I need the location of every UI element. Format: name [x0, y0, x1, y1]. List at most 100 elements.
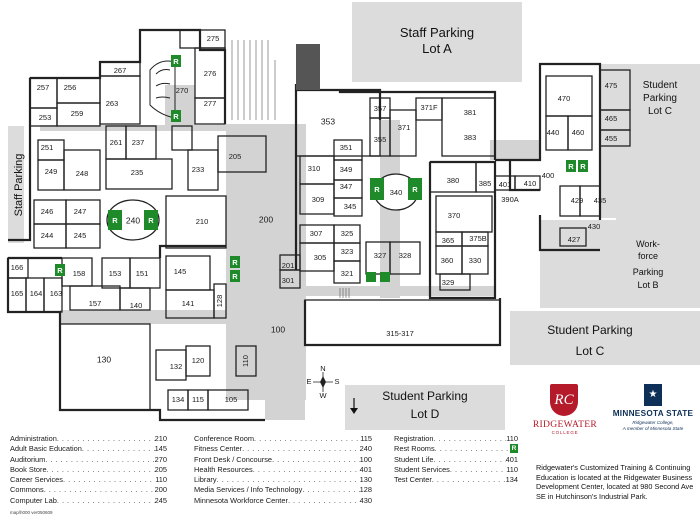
room-400: 400 — [542, 171, 555, 180]
restroom-label: R — [173, 57, 179, 66]
legend-item: Student Life401 — [394, 455, 518, 465]
campus-map: R R R R R R R R R R R Staff Parking Lot … — [6, 2, 700, 430]
lot-b-line2: force — [638, 251, 658, 261]
room-429: 429 — [571, 196, 584, 205]
restroom-letters: R R R R R R R R R R R — [57, 57, 586, 281]
lot-a-label-line1: Staff Parking — [400, 25, 474, 40]
legend-label: Library — [194, 475, 217, 485]
legend-label: Career Services — [10, 475, 63, 485]
legend-item: Student Services110 — [394, 465, 518, 475]
legend-leader — [254, 434, 360, 444]
legend-item: Adult Basic Education145 — [10, 444, 167, 454]
compass-w: W — [319, 391, 327, 400]
legend-value: 245 — [154, 495, 167, 505]
legend-item: Book Store205 — [10, 465, 167, 475]
minnesota-state-mark-icon: ★ — [644, 384, 662, 406]
legend-leader — [63, 475, 155, 485]
restroom-icon: R — [510, 444, 518, 454]
stairwell — [231, 40, 350, 298]
restroom-label: R — [148, 216, 154, 225]
restroom-label: R — [232, 258, 238, 267]
room-153: 153 — [109, 269, 122, 278]
legend-value: 240 — [359, 444, 372, 454]
room-323: 323 — [341, 247, 354, 256]
interior-walls — [7, 29, 631, 411]
room-315-317: 315-317 — [386, 329, 414, 338]
legend-item: Registration110 — [394, 434, 518, 444]
legend-label: Minnesota Workforce Center — [194, 495, 288, 505]
parking-lot-c-south — [510, 311, 700, 365]
restroom-label: R — [412, 185, 418, 194]
room-132: 132 — [170, 362, 183, 371]
room-321: 321 — [341, 269, 354, 278]
legend-leader — [82, 444, 155, 454]
room-360: 360 — [441, 256, 454, 265]
legend-label: Adult Basic Education — [10, 444, 82, 454]
legend-value: 270 — [154, 454, 167, 464]
legend-item: Library 130 — [194, 475, 372, 485]
room-140: 140 — [130, 301, 143, 310]
legend-value: 100 — [359, 454, 372, 464]
lot-b-line3: Parking — [633, 267, 664, 277]
room-245: 245 — [74, 231, 87, 240]
map-version-note: map/h000 ver050609 — [10, 510, 53, 515]
minnesota-state-sub: Ridgewater College, A member of Minnesot… — [608, 420, 698, 431]
room-labels: 275 276 277 270 267 263 257 256 253 259 … — [11, 34, 618, 404]
legend-leader — [44, 485, 155, 495]
room-166: 166 — [11, 263, 24, 272]
room-235: 235 — [131, 168, 144, 177]
minnesota-state-sub-1: Ridgewater College, — [632, 420, 674, 425]
legend-leader — [450, 465, 506, 475]
restroom-label: R — [112, 216, 118, 225]
restroom-label: R — [57, 266, 63, 275]
ridgewater-name: RIDGEWATER — [532, 419, 598, 430]
restroom-label: R — [173, 112, 179, 121]
legend-value: 134 — [505, 475, 518, 485]
lot-b-line1: Work- — [636, 239, 660, 249]
room-105: 105 — [225, 395, 238, 404]
room-440: 440 — [547, 128, 560, 137]
parking-lot-west — [8, 126, 24, 243]
legend-label: Conference Room — [194, 434, 254, 443]
room-244: 244 — [41, 231, 54, 240]
room-328: 328 — [399, 251, 412, 260]
minnesota-state-logo: ★ MINNESOTA STATE Ridgewater College, A … — [608, 384, 698, 446]
room-309: 309 — [312, 195, 325, 204]
legend-label: Computer Lab — [10, 495, 57, 505]
restroom-label: R — [232, 272, 238, 281]
room-141: 141 — [182, 299, 195, 308]
room-261: 261 — [110, 138, 123, 147]
room-390A: 390A — [501, 195, 519, 204]
legend-item: Career Services110 — [10, 475, 167, 485]
room-370: 370 — [448, 211, 461, 220]
legend-label: Auditorium — [10, 454, 46, 464]
room-375B: 375B — [469, 234, 487, 243]
compass-s: S — [334, 377, 339, 386]
room-465: 465 — [605, 114, 618, 123]
legend-leader — [253, 465, 360, 475]
legend-item: Commons200 — [10, 485, 167, 495]
compass-n: N — [320, 364, 325, 373]
room-371F: 371F — [420, 103, 438, 112]
room-347: 347 — [340, 182, 353, 191]
compass-icon — [313, 372, 333, 392]
room-357: 357 — [374, 104, 387, 113]
legend-column-3: Registration110Rest RoomsRStudent Life40… — [394, 434, 518, 485]
room-301: 301 — [282, 276, 295, 285]
legend-item: Computer Lab 245 — [10, 496, 167, 506]
room-253: 253 — [39, 113, 52, 122]
room-381: 381 — [464, 108, 477, 117]
legend-label: Book Store — [10, 464, 47, 474]
room-371: 371 — [398, 123, 411, 132]
legend-label: Student Life — [394, 454, 434, 464]
room-267: 267 — [114, 66, 127, 75]
room-427: 427 — [568, 235, 581, 244]
ridgewater-mark: RC — [550, 384, 578, 416]
lot-a-label-line2: Lot A — [422, 41, 452, 56]
room-455: 455 — [605, 134, 618, 143]
legend-label: Commons — [10, 485, 44, 495]
legend-leader — [432, 475, 506, 485]
legend-leader — [272, 455, 360, 465]
legend-label: Test Center — [394, 475, 432, 485]
legend-value: 130 — [359, 475, 372, 485]
